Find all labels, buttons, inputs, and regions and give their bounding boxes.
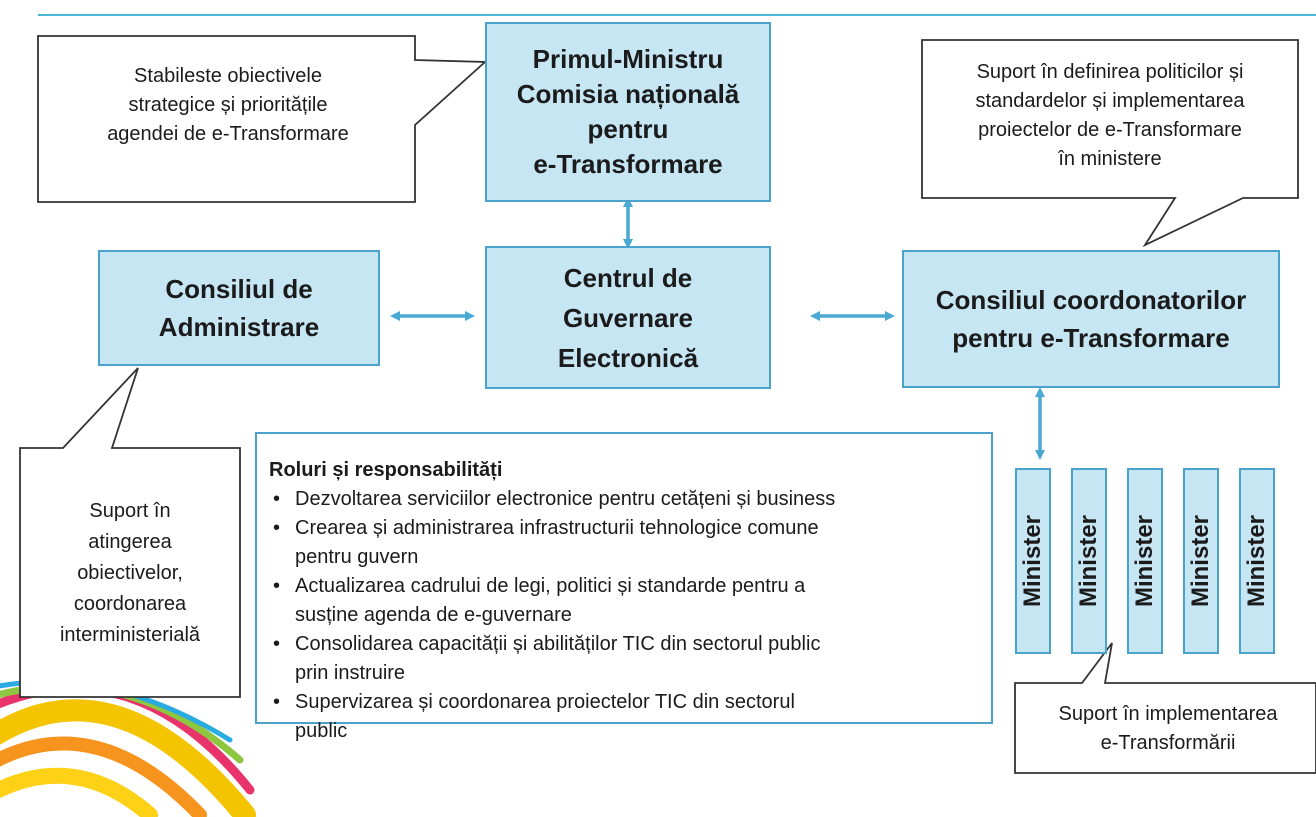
roles-item-text: Consolidarea capacității și abilităților…: [295, 633, 821, 655]
header-rule: [38, 14, 1316, 16]
callout-pm-line: Stabileste obiectivele: [134, 65, 322, 87]
callout-pm-line: agendei de e-Transformare: [107, 123, 349, 145]
ministry-label: Minister: [1187, 514, 1214, 608]
callout-ministries-line: Suport în implementarea: [1058, 703, 1278, 725]
roles-item-text: susține agenda de e-guvernare: [295, 604, 572, 626]
callout-coord-text: Suport în definirea politicilor și stand…: [928, 58, 1292, 174]
admin-box-line: Administrare: [158, 312, 320, 342]
center-box-line: Guvernare: [562, 302, 694, 333]
roles-item-text: prin instruire: [295, 662, 406, 684]
roles-list: Dezvoltarea serviciilor electronice pent…: [269, 485, 981, 746]
callout-coord-line: proiectelor de e-Transformare: [978, 119, 1242, 141]
roles-item-text: pentru guvern: [295, 546, 419, 568]
ministry-box: Minister: [1183, 468, 1219, 654]
ministry-box: Minister: [1239, 468, 1275, 654]
callout-admin-line: obiectivelor,: [77, 562, 183, 584]
roles-item-text: Actualizarea cadrului de legi, politici …: [295, 575, 806, 597]
pm-box-line: pentru: [587, 114, 669, 144]
roles-item-text: Dezvoltarea serviciilor electronice pent…: [295, 488, 836, 510]
center-box-line: Electronică: [557, 342, 699, 373]
callout-coord-line: standardelor și implementarea: [975, 90, 1245, 112]
ministry-box: Minister: [1071, 468, 1107, 654]
ministry-box: Minister: [1127, 468, 1163, 654]
roles-list-item: Crearea și administrarea infrastructurii…: [269, 514, 981, 572]
roles-box: Roluri și responsabilități Dezvoltarea s…: [255, 432, 993, 742]
ministry-box: Minister: [1015, 468, 1051, 654]
coord-box: Consiliul coordonatorilor pentru e-Trans…: [902, 250, 1280, 388]
callout-pm-line: strategice și prioritățile: [128, 94, 328, 116]
coord-box-line: Consiliul coordonatorilor: [935, 285, 1247, 315]
callout-ministries-bubble: [1014, 642, 1316, 774]
center-box-line: Centrul de: [563, 262, 693, 293]
callout-admin-line: atingerea: [88, 531, 172, 553]
callout-ministries-text: Suport în implementarea e-Transformării: [1020, 700, 1316, 758]
callout-ministries-line: e-Transformării: [1100, 732, 1236, 754]
callout-admin-line: interministerială: [59, 624, 201, 646]
roles-list-item: Consolidarea capacității și abilităților…: [269, 630, 981, 688]
admin-box-line: Consiliul de: [165, 274, 313, 304]
roles-list-item: Dezvoltarea serviciilor electronice pent…: [269, 485, 981, 514]
callout-pm-bubble: [37, 35, 488, 203]
callout-pm-text: Stabileste obiectivele strategice și pri…: [58, 62, 398, 149]
pm-box-line: Primul-Ministru: [532, 44, 724, 74]
callout-admin-line: Suport în: [89, 500, 171, 522]
callout-admin-line: coordonarea: [73, 593, 187, 615]
ministry-label: Minister: [1019, 514, 1046, 608]
roles-list-item: Actualizarea cadrului de legi, politici …: [269, 572, 981, 630]
roles-item-text: Supervizarea și coordonarea proiectelor …: [295, 691, 795, 713]
pm-box-line: e-Transformare: [533, 149, 723, 179]
roles-list-item: Supervizarea și coordonarea proiectelor …: [269, 688, 981, 746]
callout-admin-bubble: [19, 367, 241, 698]
roles-item-text: Crearea și administrarea infrastructurii…: [295, 517, 819, 539]
admin-box: Consiliul de Administrare: [98, 250, 380, 366]
pm-box-line: Comisia națională: [516, 79, 740, 109]
ministry-label: Minister: [1243, 514, 1270, 608]
ministry-label: Minister: [1075, 514, 1102, 608]
pm-box: Primul-Ministru Comisia națională pentru…: [485, 22, 771, 202]
roles-item-text: public: [295, 720, 348, 742]
center-box: Centrul de Guvernare Electronică: [485, 246, 771, 389]
callout-admin-text: Suport în atingerea obiectivelor, coordo…: [24, 496, 236, 651]
roles-title: Roluri și responsabilități: [269, 459, 503, 481]
callout-coord-line: în ministere: [1058, 148, 1162, 170]
coord-box-line: pentru e-Transformare: [952, 323, 1230, 353]
callout-coord-bubble: [921, 39, 1299, 248]
ministry-label: Minister: [1131, 514, 1158, 608]
callout-coord-line: Suport în definirea politicilor și: [976, 61, 1244, 83]
